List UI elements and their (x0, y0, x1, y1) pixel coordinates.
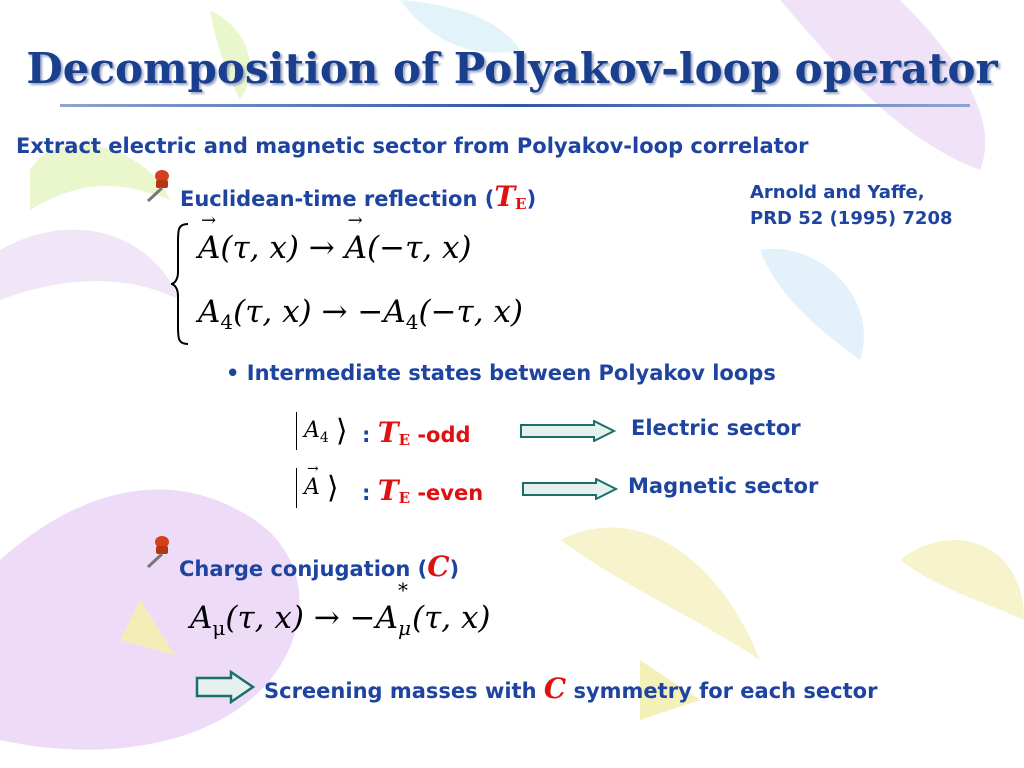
eq2-rhs-symbol: −A (357, 294, 406, 330)
even-parity: -even (417, 481, 484, 505)
equation-charge-conjugation: Aμ(τ, x) → −A*μ(τ, x) (190, 578, 491, 640)
colon: : (362, 423, 371, 447)
intermediate-states-text: Intermediate states between Polyakov loo… (246, 361, 776, 385)
eq2-rhs-sub: 4 (405, 310, 419, 334)
ket-a4-sub: 4 (319, 430, 329, 446)
c-symbol: C (543, 672, 567, 705)
eq2-lhs-symbol: A (198, 294, 221, 330)
system-brace (170, 223, 189, 345)
charge-conjugation-close: ) (449, 557, 460, 581)
pushpin-icon (146, 536, 169, 569)
magnetic-sector-label: Magnetic sector (628, 474, 819, 498)
eq2-lhs-args: (τ, x) (233, 294, 312, 330)
bullet-dot: • (226, 361, 240, 385)
eq3-lhs-symbol: A (190, 600, 213, 636)
te-odd-label: : TE -odd (362, 416, 471, 449)
charge-conjugation-label: Charge conjugation (C) (179, 550, 459, 583)
eq3-lhs-sub: μ (212, 616, 226, 640)
eq2-arrow: → (321, 294, 348, 330)
ket-a-vector: →A ⟩ (296, 461, 339, 512)
euclidean-reflection-close: ) (526, 187, 537, 211)
eq3-rhs-symbol: −A (349, 600, 398, 636)
colon: : (362, 481, 371, 505)
charge-conjugation-text: Charge conjugation ( (179, 557, 428, 581)
right-arrow-icon (195, 670, 255, 704)
intro-text: Extract electric and magnetic sector fro… (16, 134, 809, 158)
te-even-label: : TE -even (362, 474, 483, 507)
te-symbol: TE (494, 180, 527, 213)
equation-a4-reflection: A4(τ, x) → −A4(−τ, x) (198, 294, 523, 334)
c-symbol: C (427, 550, 450, 583)
odd-parity: -odd (417, 423, 471, 447)
equation-vector-reflection: →A(τ, x) → →A(−τ, x) (198, 210, 472, 266)
ket-a4: A4 ⟩ (296, 412, 348, 452)
euclidean-reflection-text: Euclidean-time reflection ( (180, 187, 495, 211)
conclusion-post: symmetry for each sector (573, 679, 878, 703)
right-arrow-icon (522, 478, 618, 500)
eq2-rhs-args: (−τ, x) (418, 294, 523, 330)
pushpin-icon (146, 170, 169, 203)
eq2-lhs-sub: 4 (220, 310, 234, 334)
ket-a4-symbol: A (304, 418, 320, 443)
eq3-lhs-args: (τ, x) (225, 600, 304, 636)
euclidean-reflection-label: Euclidean-time reflection (TE) (180, 180, 536, 213)
title-divider (60, 104, 970, 107)
electric-sector-label: Electric sector (631, 416, 801, 440)
reference-line-2: PRD 52 (1995) 7208 (750, 208, 953, 229)
eq3-rhs-args: (τ, x) (412, 600, 491, 636)
slide-title: Decomposition of Polyakov-loop operator (26, 44, 998, 93)
conclusion-pre: Screening masses with (264, 679, 537, 703)
right-arrow-icon (520, 420, 616, 442)
eq1-lhs: A(τ, x) (198, 230, 299, 266)
reference: Arnold and Yaffe, PRD 52 (1995) 7208 (750, 180, 953, 232)
eq3-rhs-sub: μ (398, 616, 411, 640)
eq3-arrow: → (313, 600, 340, 636)
intermediate-states: • Intermediate states between Polyakov l… (226, 361, 776, 385)
reference-line-1: Arnold and Yaffe, (750, 182, 925, 203)
conclusion-text: Screening masses with C symmetry for eac… (264, 672, 877, 705)
te-symbol: TE (377, 474, 410, 507)
te-symbol: TE (377, 416, 410, 449)
ket-a-symbol: A (304, 475, 320, 500)
eq3-rhs-sup: * (398, 578, 408, 602)
eq1-rhs: A(−τ, x) (344, 230, 472, 266)
eq1-arrow: → (308, 230, 335, 266)
